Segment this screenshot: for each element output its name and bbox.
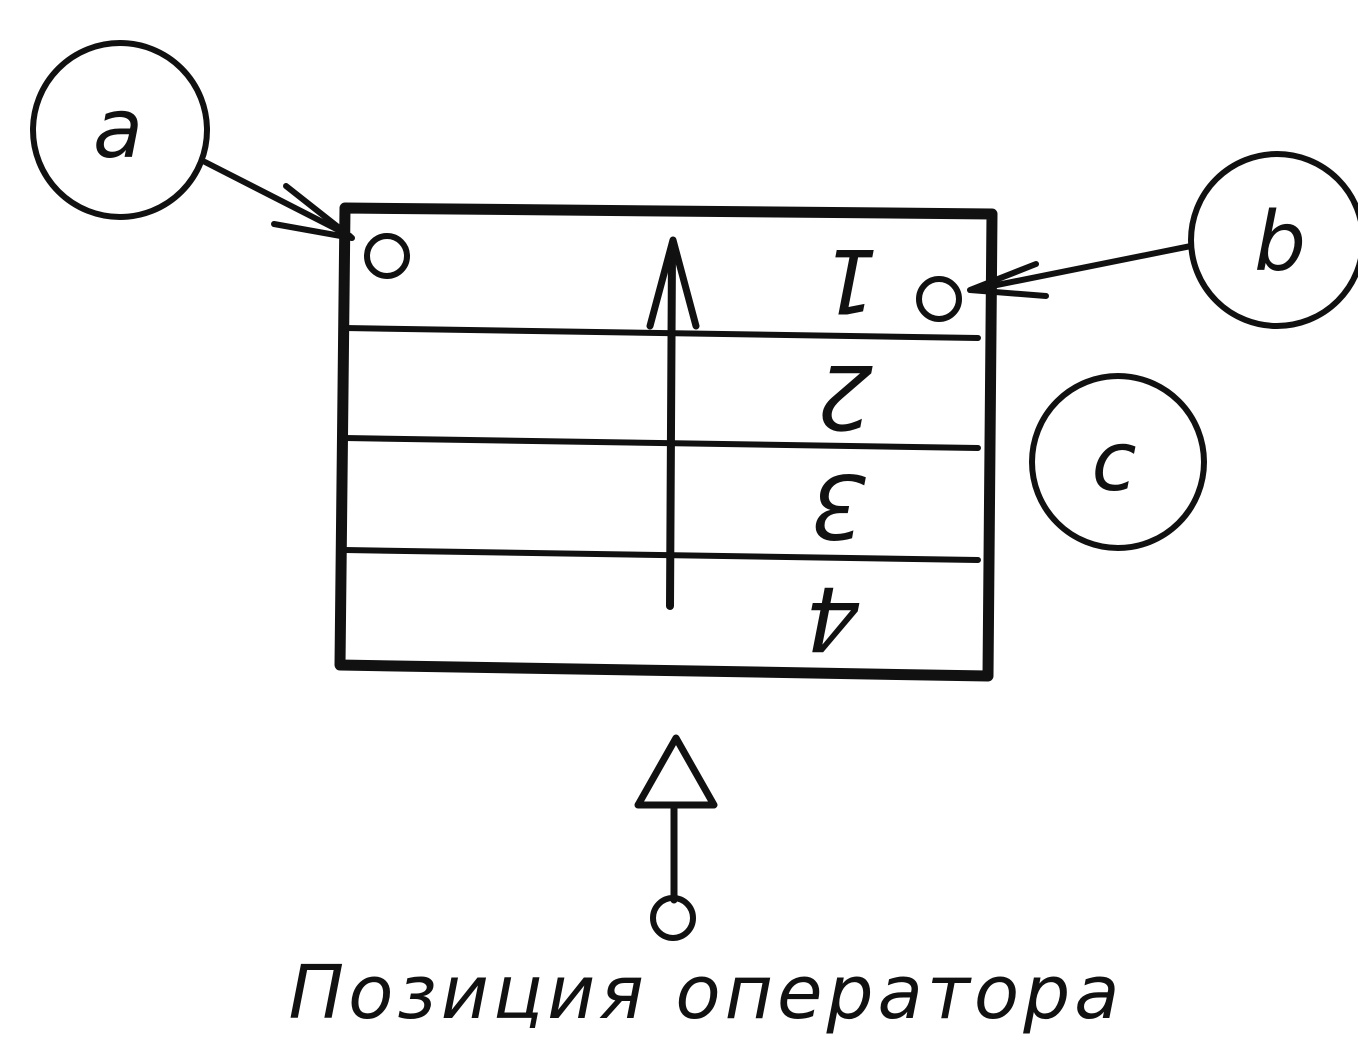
callout-a-label: a [93, 82, 143, 177]
leader-a-arrowhead [271, 183, 355, 241]
row-divider-3 [342, 547, 981, 563]
caption-operator-position: Позиция оператора [288, 950, 1123, 1036]
callout-b: b [1188, 151, 1358, 329]
travel-arrow-shaft [666, 246, 676, 610]
operator-point [650, 895, 696, 941]
row-number-2: 2 [817, 345, 873, 448]
callout-b-label: b [1254, 195, 1306, 290]
operator-triangle [634, 734, 718, 809]
leader-a [202, 159, 355, 241]
row-number-4: 4 [805, 567, 861, 670]
callout-c-circle [1029, 373, 1207, 551]
panel-border [334, 202, 998, 682]
leader-b [967, 243, 1194, 299]
callout-a: a [30, 40, 210, 220]
row-divider-2 [342, 435, 981, 451]
panel-frame [334, 202, 998, 682]
leader-a-line [202, 159, 353, 239]
operator-position-symbol [634, 734, 718, 941]
travel-arrow-head [646, 236, 700, 330]
point-a-marker [364, 233, 410, 279]
row-divider-1 [342, 325, 981, 341]
row-number-1: 1 [822, 229, 878, 332]
travel-direction-arrow [646, 236, 700, 610]
callout-c: c [1029, 373, 1207, 551]
callout-c-label: c [1091, 415, 1136, 510]
leader-b-arrowhead [967, 261, 1049, 299]
callout-a-circle [30, 40, 210, 220]
callout-b-circle [1188, 151, 1358, 329]
row-number-3: 3 [810, 454, 866, 557]
leader-b-line [969, 243, 1194, 293]
row-numbers: 1 2 3 4 [805, 229, 878, 670]
point-b-marker [916, 276, 962, 322]
